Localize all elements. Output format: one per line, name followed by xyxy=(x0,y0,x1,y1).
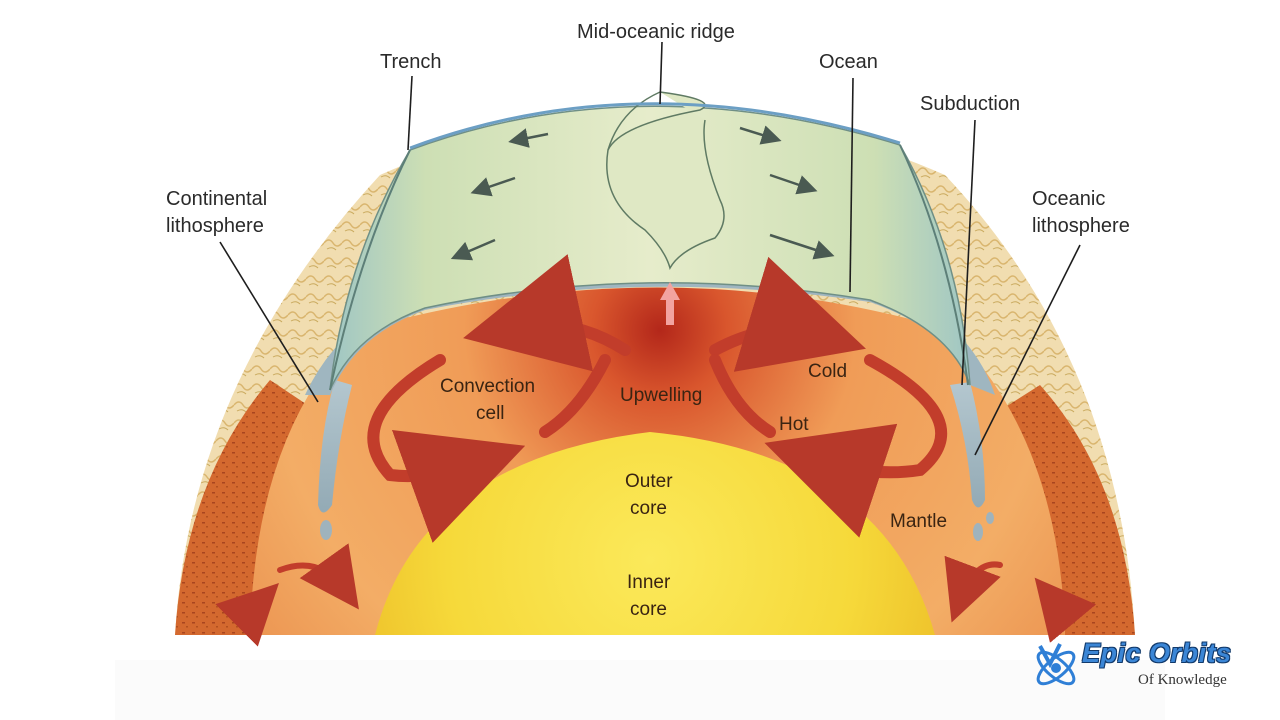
leader-ridge xyxy=(659,41,663,105)
leader-oceanic xyxy=(974,244,1081,456)
label-hot: Hot xyxy=(779,414,809,435)
leader-subduction xyxy=(961,119,976,386)
bottom-band xyxy=(115,660,1165,720)
label-ocean: Ocean xyxy=(819,51,878,73)
subducting-slab-left xyxy=(318,380,352,513)
label-convection-1: Convection xyxy=(440,376,535,397)
watermark: Epic Orbits Of Knowledge xyxy=(1030,636,1260,696)
label-subduction: Subduction xyxy=(920,93,1020,115)
convection-arrows xyxy=(215,254,1097,647)
watermark-subtitle: Of Knowledge xyxy=(1138,672,1227,688)
label-convection-2: cell xyxy=(476,403,505,424)
slab-blob-left xyxy=(320,520,332,540)
mid-oceanic-ridge-crest xyxy=(606,91,725,270)
ocean-surface xyxy=(409,102,901,150)
label-upwelling: Upwelling xyxy=(620,385,702,406)
label-outer-core-2: core xyxy=(630,498,667,519)
label-inner-core-2: core xyxy=(630,599,667,620)
upwelling-arrow xyxy=(660,282,680,325)
subducting-slab-right xyxy=(950,382,985,508)
slab-blob-right xyxy=(973,523,983,541)
label-continental-2: lithosphere xyxy=(166,215,264,237)
label-trench: Trench xyxy=(380,51,442,73)
label-continental-1: Continental xyxy=(166,188,267,210)
label-oceanic-2: lithosphere xyxy=(1032,215,1130,237)
leader-ocean xyxy=(849,77,854,293)
plate-motion-arrows xyxy=(450,125,835,261)
leader-trench xyxy=(407,75,413,151)
leader-continental xyxy=(219,241,319,403)
watermark-title: Epic Orbits xyxy=(1082,638,1232,668)
label-mid-oceanic-ridge: Mid-oceanic ridge xyxy=(577,21,735,43)
slab-blob-right-2 xyxy=(986,512,994,524)
label-outer-core-1: Outer xyxy=(625,471,673,492)
atom-logo-icon xyxy=(1036,643,1076,686)
label-mantle: Mantle xyxy=(890,511,947,532)
label-oceanic-1: Oceanic xyxy=(1032,188,1105,210)
trench-edge xyxy=(329,149,411,391)
ridge-fold-line xyxy=(607,91,661,151)
label-cold: Cold xyxy=(808,361,847,382)
label-inner-core-1: Inner xyxy=(627,572,671,593)
